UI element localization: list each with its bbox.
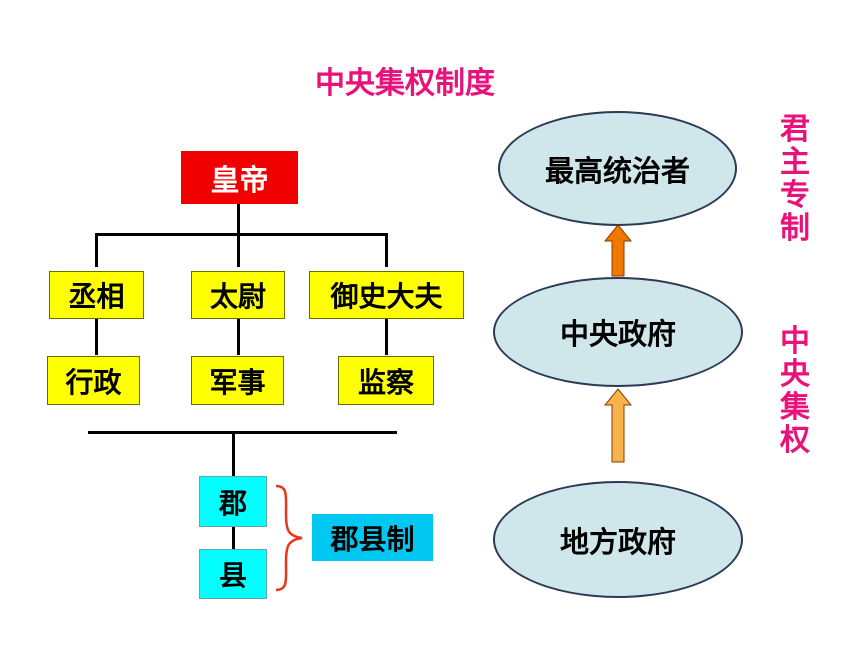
duty-line-2 [237,319,240,355]
up-arrow-icon [603,224,633,277]
central-government-ellipse: 中央政府 [493,277,743,387]
commandery-county-system-box: 郡县制 [312,514,433,561]
curly-brace-icon [275,484,303,592]
official-chancellor-box: 丞相 [49,271,144,319]
official-drop-line-2 [237,233,240,267]
up-arrow-icon [603,388,633,463]
centralization-label: 中央集权 [780,324,810,458]
duty-line-3 [385,319,388,355]
official-censor-box: 御史大夫 [309,271,464,319]
commandery-county-line [232,527,235,549]
duty-military-box: 军事 [191,356,284,405]
commandery-box: 郡 [199,476,267,527]
duty-administration-box: 行政 [47,356,140,405]
local-stem-line [232,431,235,477]
local-government-ellipse: 地方政府 [493,481,743,598]
emperor-box: 皇帝 [181,151,298,204]
official-drop-line-1 [95,233,98,267]
duty-supervision-box: 监察 [338,356,434,405]
official-commander-box: 太尉 [191,271,285,319]
local-bus-line [88,431,397,434]
county-box: 县 [199,549,267,599]
official-drop-line-3 [385,233,388,267]
officials-bus-line [95,233,388,236]
duty-line-1 [95,319,98,355]
emperor-stem-line [237,204,240,234]
supreme-ruler-ellipse: 最高统治者 [498,111,737,226]
autocracy-label: 君主专制 [780,112,810,246]
diagram-title: 中央集权制度 [315,66,495,101]
